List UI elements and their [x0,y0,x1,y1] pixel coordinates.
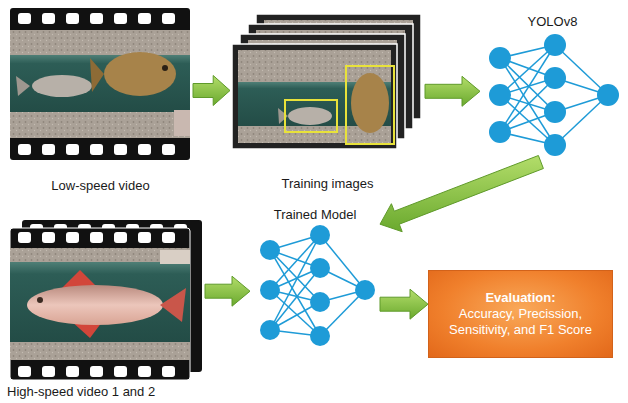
neural-network-icon [489,34,619,156]
node-label: Low-speed video [10,178,191,193]
video-frame: Low-speed video [8,5,193,195]
flow-arrow [380,289,428,319]
flow-arrow [205,276,250,306]
neural-network-icon [260,225,375,346]
flow-arrow [380,156,543,232]
node-label: Training images [232,176,423,191]
flow-arrow [193,76,230,106]
model-icon: YOLOv8 [480,12,625,162]
node-label: Trained Model [252,207,378,222]
video-frame: High-speed video 1 and 2 [5,218,205,401]
flow-arrow [425,76,480,106]
node-label: Accuracy, Precission, Sensitivity, and F… [437,306,604,338]
training-image-stack [232,14,421,149]
filmstrip [10,8,190,160]
node-label: High-speed video 1 and 2 [7,384,203,399]
node-label: YOLOv8 [482,14,623,29]
model-icon: Trained Model [250,205,380,365]
box-heading: Evaluation: [485,290,555,306]
filmstrip [10,220,202,380]
evaluation-box: Evaluation:Accuracy, Precission, Sensiti… [428,270,613,358]
image-stack: Training images [230,8,425,193]
